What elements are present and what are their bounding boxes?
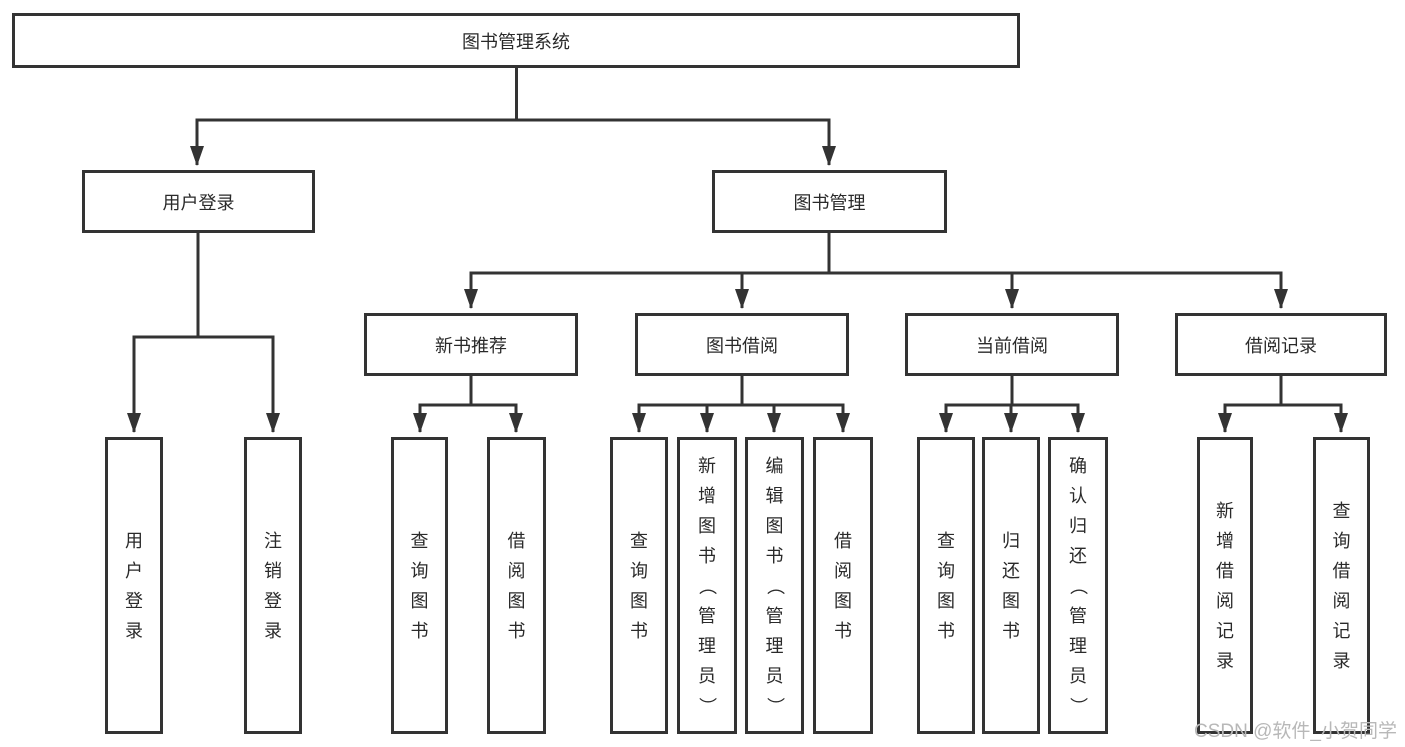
leaf-edit-books-admin: 编辑图书（管理员）	[745, 437, 804, 734]
leaf-user-login: 用户登录	[105, 437, 163, 734]
node-label: 编辑图书（管理员）	[764, 455, 785, 715]
leaf-logout: 注销登录	[244, 437, 302, 734]
leaf-query-borrow-record: 查询借阅记录	[1313, 437, 1370, 734]
node-label: 新增图书（管理员）	[697, 455, 717, 715]
leaf-query-books-borrow: 查询图书	[610, 437, 668, 734]
node-label: 确认归还（管理员）	[1068, 455, 1088, 715]
node-label: 查询借阅记录	[1332, 500, 1351, 671]
node-label: 借阅图书	[834, 530, 852, 641]
node-label: 用户登录	[162, 192, 235, 213]
node-label: 用户登录	[125, 530, 143, 641]
leaf-borrow-books-recommend: 借阅图书	[487, 437, 546, 734]
leaf-query-books-recommend: 查询图书	[391, 437, 448, 734]
csdn-watermark: CSDN @软件_小贺同学	[1194, 721, 1397, 742]
node-label: 查询图书	[937, 530, 955, 641]
node-current-borrow: 当前借阅	[905, 313, 1119, 376]
node-label: 图书管理	[793, 192, 866, 213]
node-label: 借阅记录	[1245, 335, 1317, 356]
leaf-confirm-return-admin: 确认归还（管理员）	[1048, 437, 1108, 734]
node-book-borrow: 图书借阅	[635, 313, 849, 376]
leaf-add-books-admin: 新增图书（管理员）	[677, 437, 737, 734]
node-label: 新书推荐	[435, 335, 507, 356]
leaf-return-books: 归还图书	[982, 437, 1040, 734]
node-root-library-system: 图书管理系统	[12, 13, 1020, 68]
node-label: 图书借阅	[706, 335, 778, 356]
leaf-query-books-current: 查询图书	[917, 437, 975, 734]
node-label: 查询图书	[630, 530, 648, 641]
node-new-book-recommend: 新书推荐	[364, 313, 578, 376]
node-label: 新增借阅记录	[1216, 500, 1234, 671]
node-label: 归还图书	[1002, 530, 1020, 641]
leaf-add-borrow-record: 新增借阅记录	[1197, 437, 1253, 734]
node-book-management-branch: 图书管理	[712, 170, 947, 233]
node-label: 注销登录	[264, 530, 282, 641]
node-user-login-branch: 用户登录	[82, 170, 315, 233]
leaf-borrow-books: 借阅图书	[813, 437, 873, 734]
node-label: 图书管理系统	[462, 31, 570, 52]
node-borrow-records: 借阅记录	[1175, 313, 1387, 376]
node-label: 当前借阅	[976, 335, 1048, 356]
node-label: 查询图书	[410, 530, 429, 641]
node-label: 借阅图书	[507, 530, 526, 641]
